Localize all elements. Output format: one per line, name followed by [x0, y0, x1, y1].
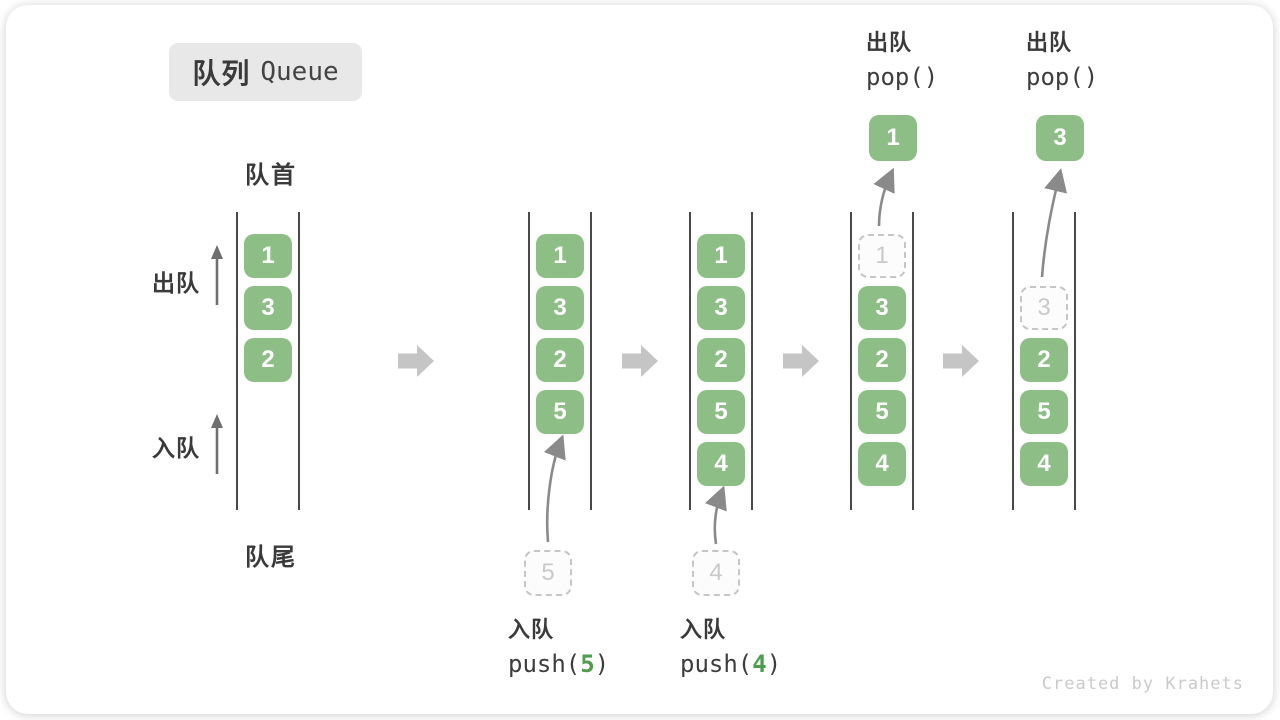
- popped-item: 1: [869, 115, 917, 161]
- ghost-item: 3: [1020, 286, 1068, 330]
- queue-item: 5: [536, 390, 584, 434]
- incoming-item: 4: [692, 550, 740, 596]
- dequeue-side-label: 出队: [152, 270, 200, 296]
- right-arrow-icon: [943, 345, 979, 377]
- queue-rear-label: 队尾: [245, 544, 297, 571]
- operation-name: 入队: [680, 617, 727, 642]
- operation-caption: 入队 push(5): [508, 613, 609, 681]
- operation-name: 出队: [1026, 30, 1073, 55]
- code-text: ): [766, 650, 782, 678]
- operation-code: pop(): [866, 63, 939, 91]
- queue-item: 4: [858, 442, 906, 486]
- queue-column-4: 1 3 2 5 4: [850, 212, 914, 510]
- code-arg: 5: [580, 650, 595, 678]
- queue-column-1: 1 3 2: [236, 212, 300, 510]
- queue-column-3: 1 3 2 5 4: [689, 212, 753, 510]
- ghost-item: 1: [858, 234, 906, 278]
- up-arrow-icon: [211, 245, 223, 305]
- queue-item: 3: [536, 286, 584, 330]
- queue-column-2: 1 3 2 5: [528, 212, 592, 510]
- code-text: push(: [508, 650, 581, 678]
- queue-item: 2: [244, 338, 292, 382]
- queue-item: 2: [1020, 338, 1068, 382]
- title-en: Queue: [260, 57, 339, 87]
- right-arrow-icon: [622, 345, 658, 377]
- queue-item: 5: [1020, 390, 1068, 434]
- queue-column-5: 3 2 5 4: [1012, 212, 1076, 510]
- queue-item: 2: [536, 338, 584, 382]
- queue-item: 1: [244, 234, 292, 278]
- popped-item: 3: [1036, 115, 1084, 161]
- operation-name: 出队: [866, 30, 913, 55]
- right-arrow-icon: [398, 345, 434, 377]
- code-text: push(: [680, 650, 753, 678]
- watermark: Created by Krahets: [1041, 674, 1244, 694]
- code-arg: 4: [752, 650, 767, 678]
- operation-caption: 入队 push(4): [680, 613, 781, 681]
- up-arrow-icon: [211, 414, 223, 474]
- code-text: ): [594, 650, 610, 678]
- operation-code: push(4): [680, 647, 781, 681]
- queue-item: 3: [697, 286, 745, 330]
- operation-name: 入队: [508, 617, 555, 642]
- enqueue-side-label: 入队: [152, 435, 200, 461]
- queue-front-label: 队首: [245, 162, 297, 189]
- queue-item: 4: [697, 442, 745, 486]
- operation-caption: 出队 pop(): [1026, 26, 1098, 94]
- queue-item: 1: [536, 234, 584, 278]
- incoming-item: 5: [524, 550, 572, 596]
- queue-item: 4: [1020, 442, 1068, 486]
- queue-item: 2: [697, 338, 745, 382]
- queue-item: 3: [244, 286, 292, 330]
- queue-item: 5: [697, 390, 745, 434]
- queue-item: 5: [858, 390, 906, 434]
- operation-caption: 出队 pop(): [866, 26, 938, 94]
- operation-code: push(5): [508, 647, 609, 681]
- queue-item: 3: [858, 286, 906, 330]
- queue-item: 2: [858, 338, 906, 382]
- title-badge: 队列 Queue: [169, 43, 362, 101]
- operation-code: pop(): [1026, 63, 1099, 91]
- title-zh: 队列: [192, 58, 251, 89]
- right-arrow-icon: [783, 345, 819, 377]
- queue-item: 1: [697, 234, 745, 278]
